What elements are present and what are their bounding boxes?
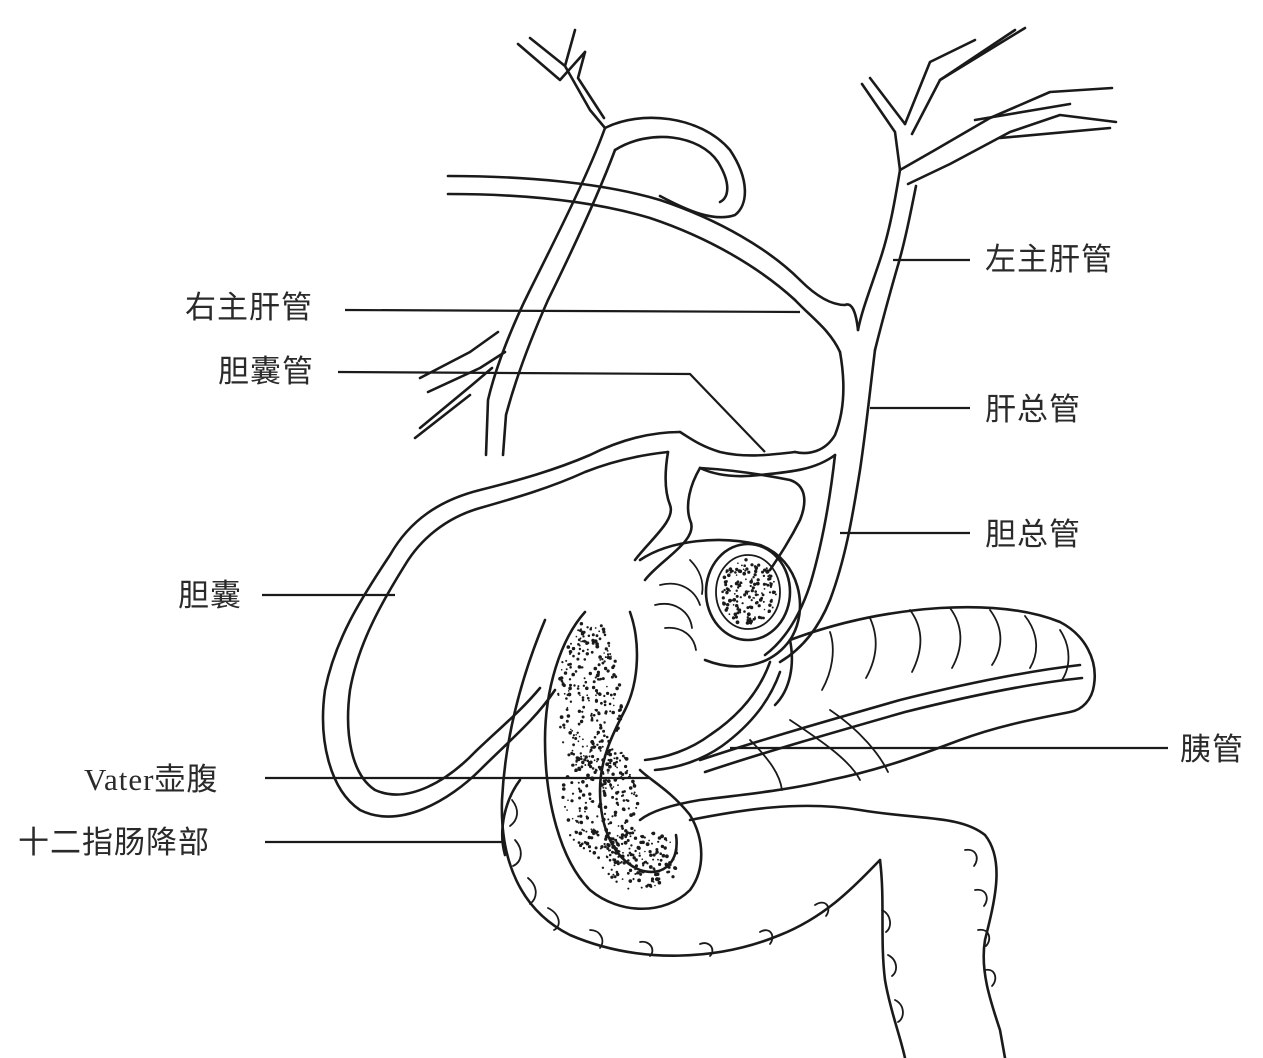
label-ampulla: Vater壶腹 [84,762,218,797]
label-right-hepatic-duct: 右主肝管 [185,290,313,326]
duodenal-mucosa-stipple [557,558,777,890]
right-hepatic-branches [415,30,800,455]
pancreas [640,607,1095,820]
leader-cystic-duct [338,372,765,452]
common-ducts [765,280,875,662]
labels: 右主肝管 胆囊管 胆囊 Vater壶腹 十二指肠降部 左主肝管 肝总管 胆总管 … [18,242,1244,861]
leader-right-hepatic-duct [345,310,800,312]
label-cystic-duct: 胆囊管 [218,354,314,390]
label-pancreatic-duct: 胰管 [1180,732,1244,768]
label-duodenum: 十二指肠降部 [18,825,210,861]
label-gallbladder: 胆囊 [178,578,242,614]
duodenum-loop [502,612,1005,1058]
left-hepatic-branches [858,28,1116,350]
label-common-bile-duct: 胆总管 [985,517,1081,553]
label-left-hepatic-duct: 左主肝管 [985,242,1113,278]
label-common-hepatic-duct: 肝总管 [985,392,1081,428]
